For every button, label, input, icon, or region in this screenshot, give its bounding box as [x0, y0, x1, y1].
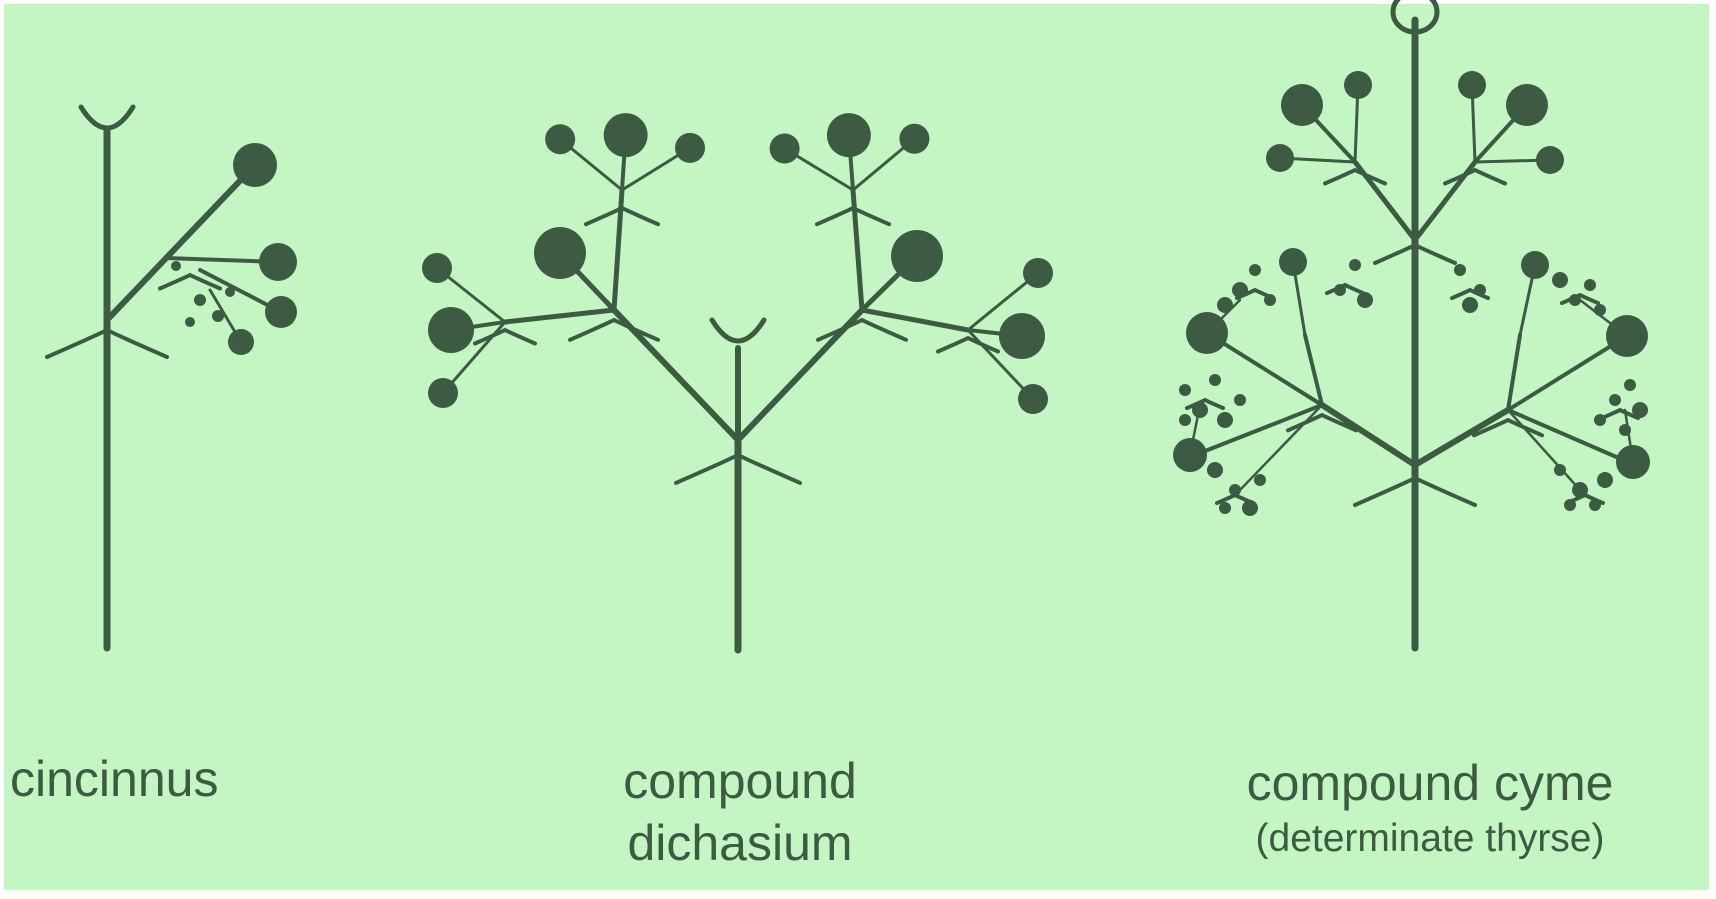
bud [185, 317, 195, 327]
bud [1584, 279, 1596, 291]
flower-1 [233, 143, 277, 187]
bud [1552, 272, 1568, 288]
lateral-flower [545, 124, 575, 154]
bud [1234, 394, 1246, 406]
flower [1023, 258, 1053, 288]
label-compound-dichasium: compound dichasium [555, 750, 925, 874]
bud [1624, 379, 1636, 391]
flower [1521, 251, 1549, 279]
bud [1179, 384, 1191, 396]
lateral-flower [675, 133, 705, 163]
central-flower [827, 113, 871, 157]
bud [212, 310, 224, 322]
label-cincinnus-line-1: cincinnus [10, 751, 218, 807]
flower [1266, 144, 1294, 172]
lateral-flower [899, 124, 929, 154]
flower [1018, 384, 1048, 414]
bud [1357, 292, 1373, 308]
label-cyme-line-2: (determinate thyrse) [1170, 814, 1690, 864]
flower [1344, 71, 1372, 99]
label-compound-cyme: compound cyme (determinate thyrse) [1170, 752, 1690, 864]
flower-2 [259, 243, 297, 281]
bud [1217, 412, 1233, 428]
flower [422, 253, 452, 283]
central-flower [604, 113, 648, 157]
label-cyme-line-1: compound cyme [1170, 752, 1690, 814]
bud [194, 294, 206, 306]
flower-4 [228, 329, 254, 355]
flower [1536, 146, 1564, 174]
bud [1179, 414, 1191, 426]
bud [1609, 394, 1621, 406]
bud [1454, 264, 1466, 276]
label-dichasium-line-2: dichasium [555, 812, 925, 874]
bud [1349, 259, 1361, 271]
bud [1254, 474, 1266, 486]
label-cincinnus: cincinnus [10, 748, 280, 810]
label-dichasium-line-1: compound [555, 750, 925, 812]
bud [171, 261, 181, 271]
flower [1458, 71, 1486, 99]
bud [1209, 374, 1221, 386]
flower-3 [265, 296, 297, 328]
bud [1249, 264, 1261, 276]
bud [1219, 502, 1231, 514]
bud [1462, 297, 1478, 313]
bud [1207, 462, 1223, 478]
flower [428, 378, 458, 408]
flower [1279, 248, 1307, 276]
lateral-flower [770, 133, 800, 163]
bud [225, 287, 235, 297]
bud [1597, 472, 1613, 488]
